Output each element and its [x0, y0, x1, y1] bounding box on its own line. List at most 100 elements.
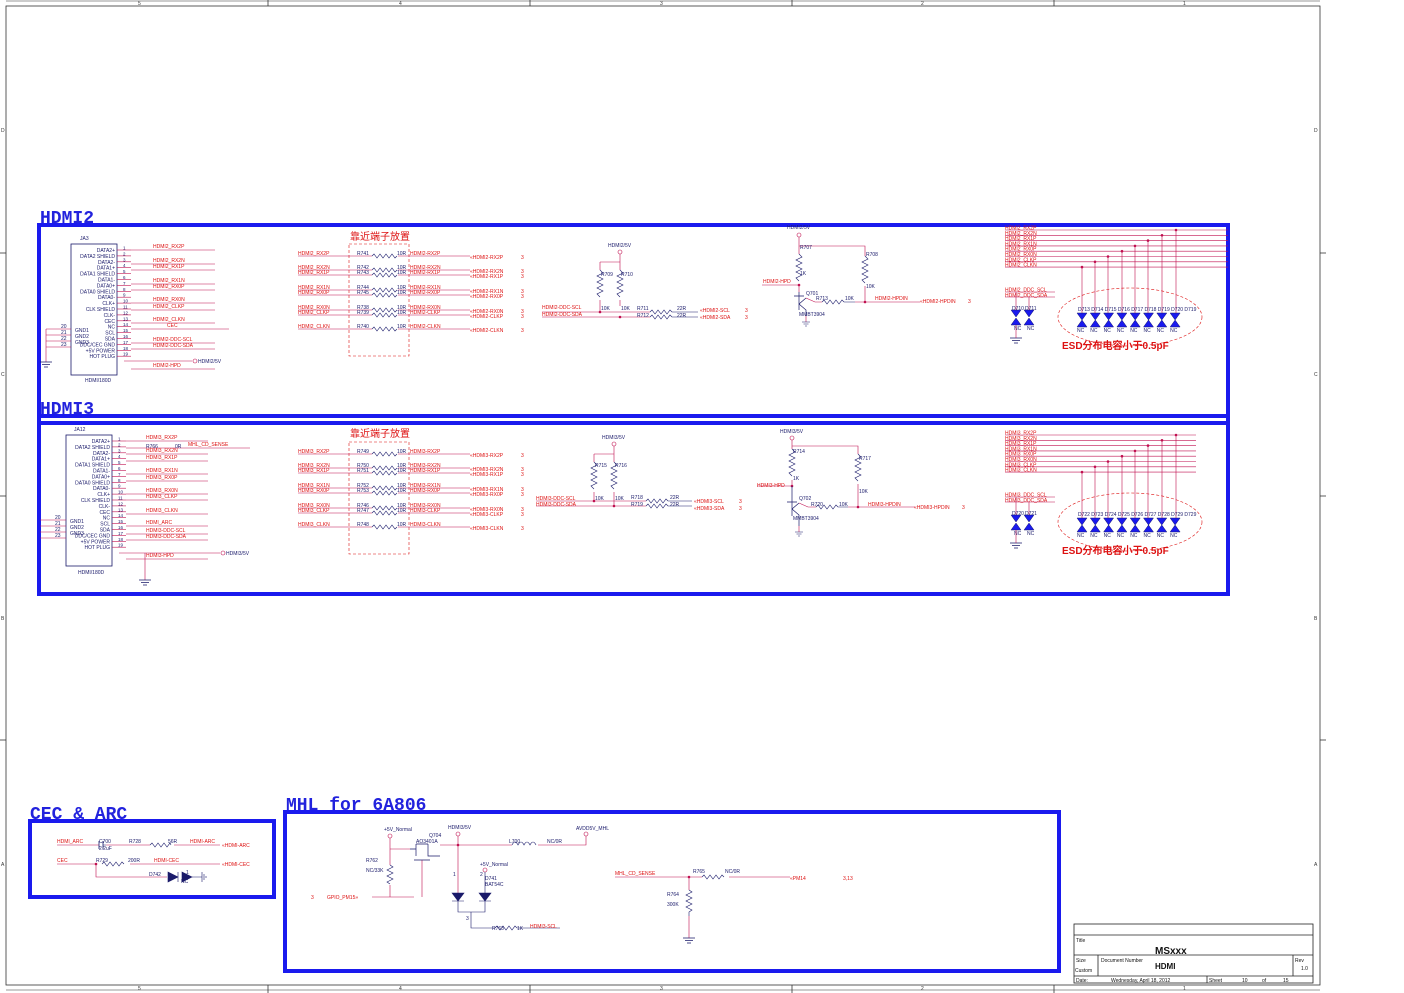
pin-name: SDA — [105, 337, 116, 343]
l700-val: NC/0R — [547, 839, 562, 845]
pin-name: DATA2 SHIELD — [80, 254, 115, 260]
connector-net: HDMI3_RX1P — [146, 455, 178, 461]
gnd-num: 23 — [55, 533, 61, 539]
connector-net: HDMI2_CLKP — [153, 304, 185, 310]
esd-nc: NC — [1077, 533, 1085, 539]
page-ref: 3 — [521, 328, 524, 334]
pin-num: 3 — [123, 257, 126, 262]
series-r-val: 10R — [397, 468, 407, 474]
cd-sense-net: MHL_CD_SENSE — [615, 871, 656, 877]
col-label-bottom: 5 — [138, 986, 141, 992]
mhl-block: MHL for 6A806 +5V_Normal R762 NC/33K Q70… — [283, 796, 1061, 973]
r728-val: 56R — [168, 839, 178, 845]
gnd-num: 20 — [61, 324, 67, 330]
pin-name: DATA2- — [98, 260, 115, 266]
r762-val: NC/33K — [366, 868, 384, 874]
transistor-part: MMBT3904 — [793, 516, 819, 522]
hdmi3-title: HDMI3 — [40, 400, 94, 420]
series-out-net: HDMI3-CLKP — [410, 508, 441, 514]
tb-rev: 1.0 — [1301, 966, 1308, 972]
ddc-sda-in: HDMI2-DDC-SDA — [542, 312, 583, 318]
series-out-port: «HDMI2-RX1P — [470, 274, 504, 280]
series-r-ref: R752 — [357, 483, 369, 489]
esd-diode-ref: D720 — [1171, 307, 1183, 313]
pin-num: 18 — [123, 346, 129, 351]
hdmi2-ddc-circuit: HDMI2/5V R709 R710 10K 10K HDMI2-DDC-SCL… — [542, 243, 748, 321]
series-out-net: HDMI2-CLKN — [410, 324, 441, 330]
esd-nc: NC — [1170, 533, 1178, 539]
series-in-net: HDMI2_RX0N — [298, 305, 330, 311]
pin-num: 10 — [123, 299, 129, 304]
pin-name: CLK SHIELD — [81, 498, 111, 504]
pin-num: 9 — [118, 484, 121, 489]
page-ref: 3 — [521, 314, 524, 320]
esd-net: HDMI2_CLKP — [1005, 257, 1037, 263]
pin-num: 14 — [118, 513, 124, 518]
tb-size-label: Size — [1076, 958, 1086, 964]
pin-num: 17 — [118, 531, 124, 536]
connector-ref: JA12 — [74, 427, 86, 433]
series-out-net: HDMI2-RX0P — [410, 290, 441, 296]
connector-net: HDMI3_CLKP — [146, 494, 178, 500]
series-r-val: 10R — [397, 483, 407, 489]
series-r-val: 10R — [397, 324, 407, 330]
hdmi2-5v-label: HDMI2/5V — [198, 359, 222, 365]
page-ref: 3 — [521, 507, 524, 513]
esd-diode-ref: D717 — [1131, 307, 1143, 313]
pin-name: HOT PLUG — [85, 545, 111, 551]
page-ref: 3 — [962, 505, 965, 511]
pin-num: 19 — [118, 543, 124, 548]
page-ref: 3 — [521, 309, 524, 315]
pin-name: DATA2+ — [97, 248, 115, 254]
series-in-net: HDMI3_RX2P — [298, 449, 330, 455]
pin-name: DATA1+ — [92, 457, 110, 463]
series-r-ref: R742 — [357, 265, 369, 271]
series-r-ref: R745 — [357, 290, 369, 296]
r765-val: NC/0R — [725, 869, 740, 875]
pullup-ref: R710 — [621, 272, 633, 278]
pin-num: 3 — [118, 448, 121, 453]
pin-num: 18 — [118, 537, 124, 542]
sheet-frame — [0, 0, 1326, 993]
gnd-name: GND2 — [75, 334, 89, 340]
series-r-ref: R741 — [357, 251, 369, 257]
series-in-net: HDMI3_CLKP — [298, 508, 330, 514]
hdmi2-esd-array: HDMI2_RX2PHDMI2_RX2NHDMI2_RX1PHDMI2_RX1N… — [1005, 226, 1228, 352]
hpd-rb-val: 10K — [839, 502, 849, 508]
series-out-net: HDMI3-RX1N — [410, 483, 441, 489]
esd-net: HDMI3_RX0P — [1005, 452, 1037, 458]
esd-pair-ref: D711 — [1025, 306, 1037, 312]
d741-pin: 3 — [466, 916, 469, 922]
r766-val: 0R — [175, 444, 182, 450]
pin-name: DATA1 SHIELD — [80, 272, 115, 278]
col-label-top: 4 — [399, 1, 402, 7]
page-ref: 3 — [521, 512, 524, 518]
series-out-net: HDMI3-CLKN — [410, 522, 441, 528]
hpd-r-val: 1K — [793, 476, 800, 482]
r763-val: 1K — [517, 926, 524, 932]
pin-name: HOT PLUG — [90, 354, 116, 360]
gnd-num: 20 — [55, 515, 61, 521]
esd-nc: NC — [1090, 533, 1098, 539]
gnd-name: GND1 — [70, 519, 84, 525]
gnd-name: GND1 — [75, 328, 89, 334]
series-out-net: HDMI2-RX0N — [410, 305, 441, 311]
connector-net: HDMI2_RX1P — [153, 264, 185, 270]
pin-name: CEC — [104, 319, 115, 325]
ddc-scl-in: HDMI2-DDC-SCL — [542, 305, 582, 311]
esd-net: HDMI3_CLKN — [1005, 468, 1037, 474]
pullup-ref: R709 — [601, 272, 613, 278]
pin-name: DATA0- — [98, 295, 115, 301]
esd-net: HDMI3_RX2P — [1005, 431, 1037, 437]
connector-net: HDMI3-DDC-SDA — [146, 534, 187, 540]
connector-net: HDMI3_RX2P — [146, 435, 178, 441]
row-label-left: D — [1, 128, 5, 134]
pin-name: DATA1+ — [97, 266, 115, 272]
page-ref: 3 — [521, 289, 524, 295]
esd-ddc-net: HDMI3_DDC_SCL — [1005, 493, 1047, 499]
pin-name: SCL — [100, 522, 110, 528]
connector-net: HDMI2_RX2N — [153, 258, 185, 264]
connector-net: HDMI3_RX1N — [146, 468, 178, 474]
ddc-power-label: HDMI3/5V — [602, 435, 626, 441]
